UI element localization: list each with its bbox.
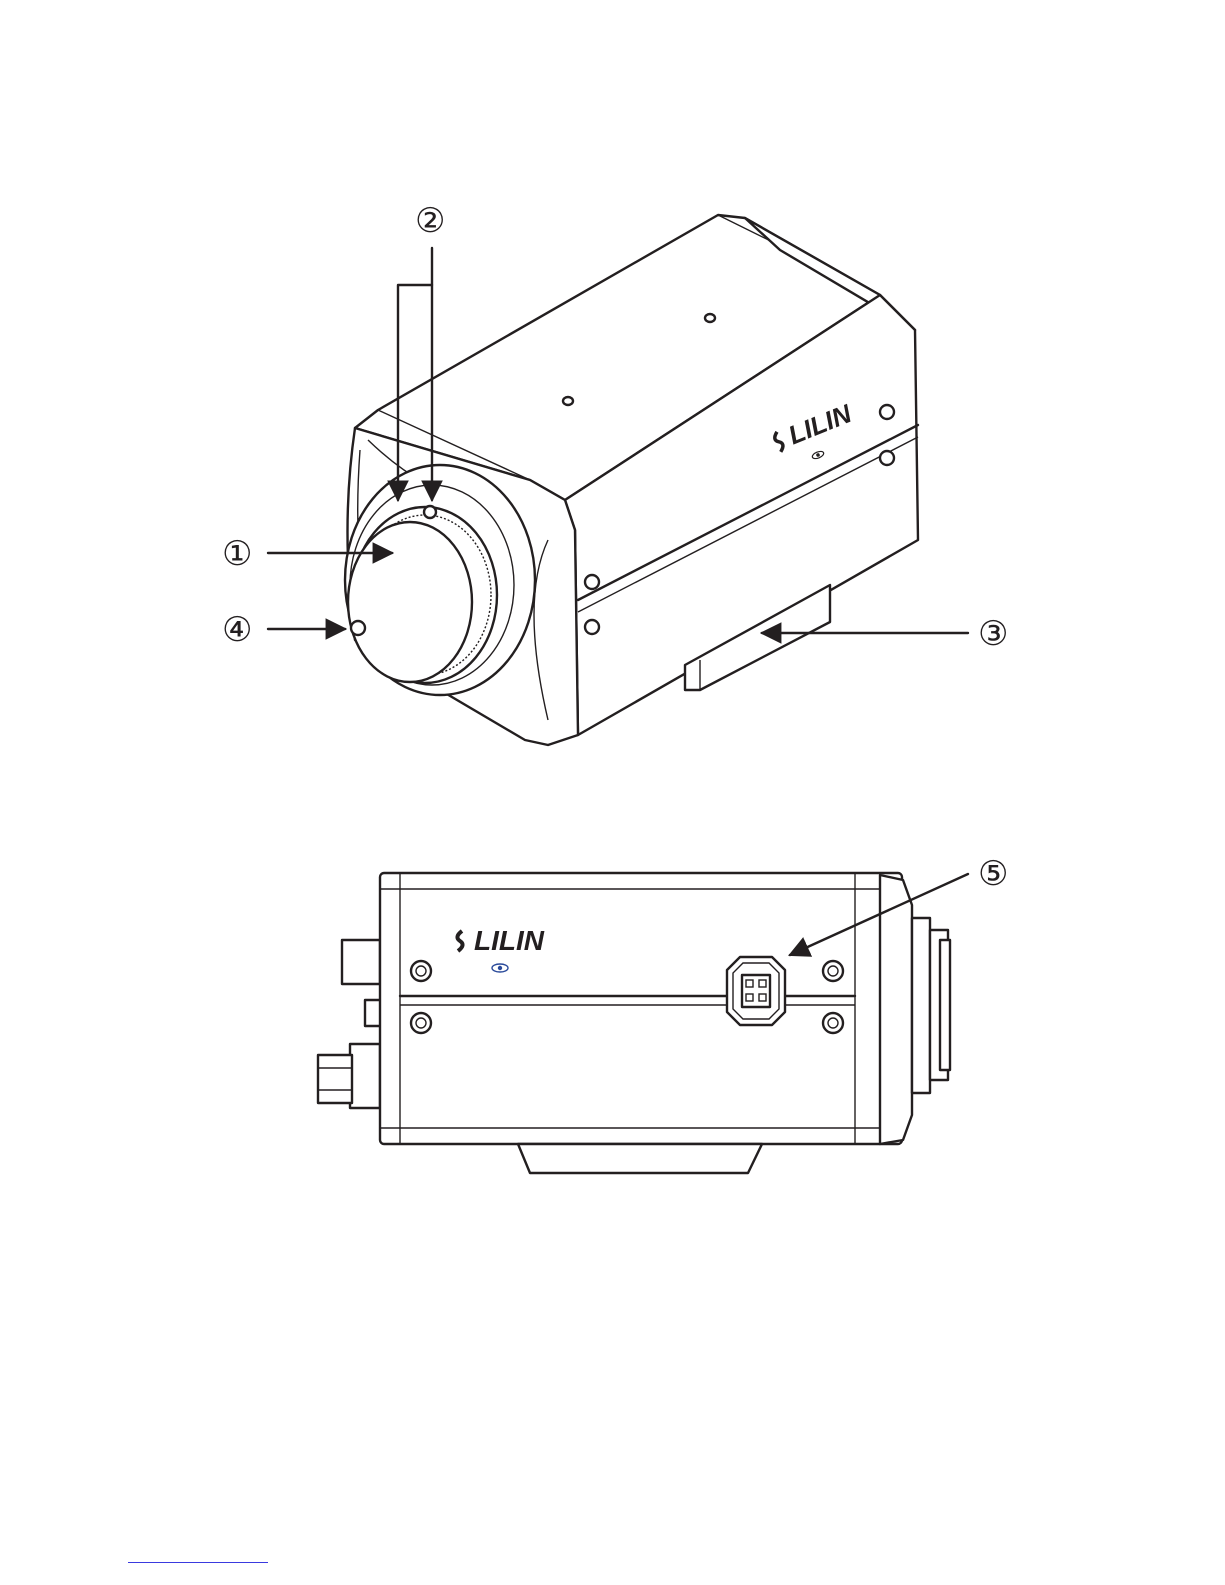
- side-screw: [585, 575, 599, 589]
- lens-connector-socket: [727, 957, 785, 1025]
- side-screw: [880, 405, 894, 419]
- callout-3-label: ③: [978, 615, 1008, 653]
- side-screw: [411, 1013, 431, 1033]
- rear-terminal: [365, 1000, 381, 1026]
- level-adjust-knob: [351, 621, 365, 635]
- lens-set-screw: [424, 506, 436, 518]
- side-screw: [585, 620, 599, 634]
- rear-power-connector: [342, 940, 380, 984]
- mount-bracket: [518, 1144, 762, 1173]
- callout-1-label: ①: [222, 535, 252, 573]
- camera-body: [380, 873, 902, 1144]
- lens-mount-ring: [912, 918, 930, 1093]
- footer-link-underline[interactable]: [128, 1562, 268, 1563]
- svg-text:LILIN: LILIN: [474, 925, 545, 956]
- bnc-connector-body: [350, 1044, 380, 1108]
- camera-side-view: LILIN: [318, 873, 950, 1173]
- side-screw: [823, 961, 843, 981]
- side-screw: [411, 961, 431, 981]
- callout-2-label: ②: [415, 202, 445, 240]
- bnc-connector: [318, 1055, 352, 1103]
- front-bezel: [880, 875, 912, 1144]
- side-screw: [880, 451, 894, 465]
- side-screw: [823, 1013, 843, 1033]
- lens-cap: [348, 522, 472, 682]
- callout-4-label: ④: [222, 611, 252, 649]
- callout-5-label: ⑤: [978, 855, 1008, 893]
